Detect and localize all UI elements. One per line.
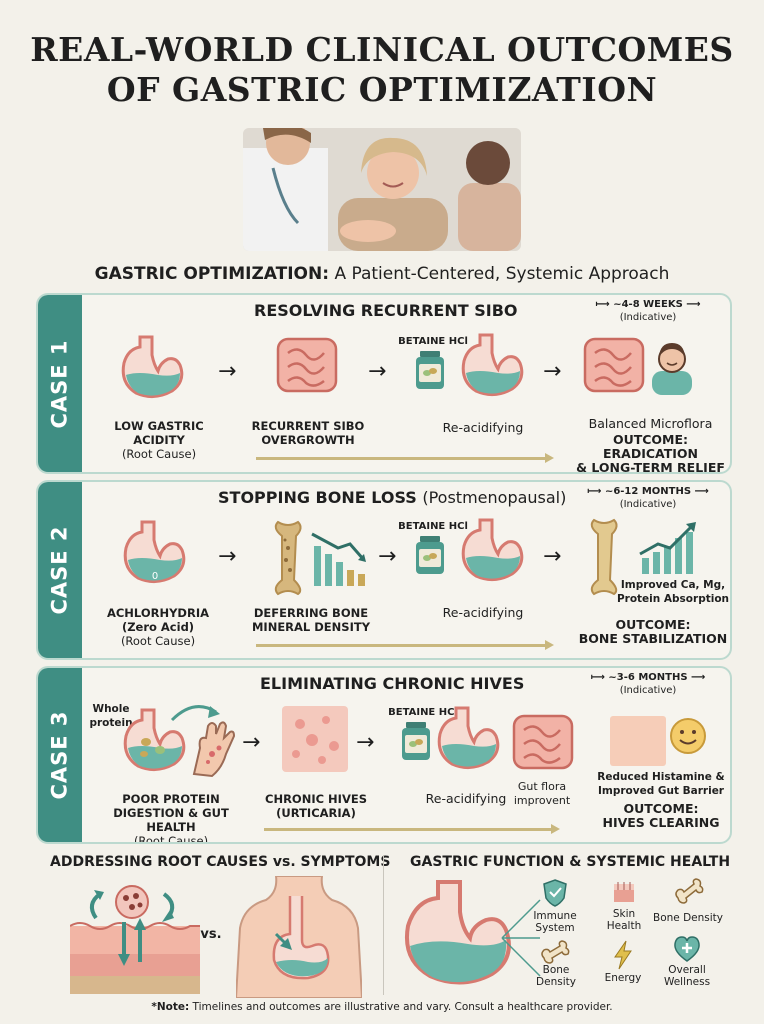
case-3-outcome: OUTCOME:HIVES CLEARING — [602, 801, 720, 830]
stomach-icon — [461, 518, 524, 582]
case-3-card: CASE 3 ELIMINATING CHRONIC HIVES ⟼ ~3-6 … — [36, 666, 732, 844]
curved-arrow-icon — [170, 705, 220, 722]
subtitle-bold: GASTRIC OPTIMIZATION: — [94, 264, 330, 284]
arrow-icon: → — [368, 359, 387, 384]
case-1-result: Balanced Microflora — [588, 416, 713, 431]
case-1-outcome: OUTCOME: ERADICATION& LONG-TERM RELIEF — [576, 432, 725, 474]
arrow-icon: → — [378, 544, 397, 569]
progress-arrow — [256, 453, 554, 463]
systemic-health-heading: GASTRIC FUNCTION & SYSTEMIC HEALTH — [410, 854, 731, 870]
case-3-effect: CHRONIC HIVES(URTICARIA) — [265, 792, 367, 820]
case-2-root: ACHLORHYDRIA(Zero Acid)(Root Cause) — [106, 606, 210, 648]
case-2-outcome: OUTCOME:BONE STABILIZATION — [578, 617, 728, 646]
smiley-icon — [670, 718, 706, 754]
page-title: REAL-WORLD CLINICAL OUTCOMES OF GASTRIC … — [0, 30, 764, 110]
stomach-icon — [437, 706, 500, 770]
root-causes-heading: ADDRESSING ROOT CAUSES vs. SYMPTOMS — [50, 854, 391, 870]
progress-arrow — [256, 640, 554, 650]
case-1-card: CASE 1 RESOLVING RECURRENT SIBO ⟼ ~4-8 W… — [36, 293, 732, 474]
hero-photo — [243, 128, 521, 251]
case-3-result: Reduced Histamine &Improved Gut Barrier — [597, 771, 725, 797]
intestine-icon — [276, 337, 338, 393]
subtitle-rest: A Patient-Centered, Systemic Approach — [329, 264, 670, 284]
happy-patient-icon — [652, 343, 692, 395]
case-2-timeline: ⟼ ~6-12 MONTHS ⟶ (Indicative) — [587, 486, 709, 510]
stomach-icon — [123, 708, 186, 772]
declining-chart-icon — [311, 532, 366, 586]
progress-arrow — [264, 824, 560, 834]
case-2-title: STOPPING BONE LOSS (Postmenopausal) — [218, 488, 567, 507]
case-1-treatment: Re-acidifying — [442, 420, 524, 435]
case-1-timeline: ⟼ ~4-8 WEEKS ⟶ (Indicative) — [595, 299, 701, 323]
rising-chart-icon — [639, 522, 696, 574]
hives-skin-icon — [282, 706, 348, 772]
heart-plus-icon — [674, 936, 700, 962]
intestine-icon — [512, 714, 574, 770]
bone-icon — [541, 940, 570, 964]
healthy-bone-icon — [590, 518, 618, 596]
energy-label: Energy — [604, 972, 642, 984]
case-3-title: ELIMINATING CHRONIC HIVES — [260, 674, 525, 693]
lightning-icon — [614, 940, 632, 970]
supplement-label: BETAINE HCl — [398, 336, 468, 347]
case-2-card: CASE 2 STOPPING BONE LOSS (Postmenopausa… — [36, 480, 732, 660]
arrow-icon: → — [356, 730, 375, 755]
section-divider — [383, 855, 384, 995]
shield-icon — [543, 879, 567, 907]
supplement-label: BETAINE HCl — [398, 521, 468, 532]
large-stomach-icon — [405, 880, 511, 985]
bone-density-label: Bone Density — [653, 912, 723, 924]
stomach-icon — [121, 335, 184, 399]
case-3-timeline: ⟼ ~3-6 MONTHS ⟶ (Indicative) — [590, 672, 706, 696]
case-2-result: Improved Ca, Mg,Protein Absorption — [616, 579, 730, 605]
case-2-treatment: Re-acidifying — [442, 605, 524, 620]
balanced-intestine-icon — [583, 337, 645, 393]
supplement-label: BETAINE HCl — [388, 707, 458, 718]
gut-lining-icon — [70, 885, 200, 994]
porous-bone-icon — [274, 520, 302, 596]
subtitle: GASTRIC OPTIMIZATION: A Patient-Centered… — [0, 264, 764, 284]
title-line-2: OF GASTRIC OPTIMIZATION — [106, 70, 658, 109]
supplement-bottle-icon — [416, 536, 444, 574]
title-line-1: REAL-WORLD CLINICAL OUTCOMES — [30, 30, 734, 69]
stomach-icon — [461, 333, 524, 397]
arrow-icon: → — [543, 359, 562, 384]
arrow-icon: → — [543, 544, 562, 569]
arrow-icon: → — [218, 544, 237, 569]
case-1-title: RESOLVING RECURRENT SIBO — [254, 301, 518, 320]
itchy-hand-icon — [192, 721, 236, 778]
skin-icon — [614, 882, 634, 902]
clear-skin-icon — [610, 716, 666, 766]
vs-label: vs. — [200, 927, 222, 942]
arrow-icon: → — [218, 359, 237, 384]
connector-lines — [501, 899, 541, 977]
case-3-treatment: Re-acidifying — [425, 791, 507, 806]
torso-icon — [236, 876, 362, 998]
case-2-tab: CASE 2 — [38, 482, 82, 658]
zero-acid-mark: 0 — [151, 571, 159, 582]
arrow-icon: → — [242, 730, 261, 755]
case-1-tab: CASE 1 — [38, 295, 82, 472]
supplement-bottle-icon — [416, 351, 444, 389]
bone-icon — [675, 878, 704, 904]
supplement-bottle-icon — [402, 722, 430, 760]
footnote: *Note: Timelines and outcomes are illust… — [151, 1001, 613, 1013]
case-3-tab: CASE 3 — [38, 668, 82, 842]
